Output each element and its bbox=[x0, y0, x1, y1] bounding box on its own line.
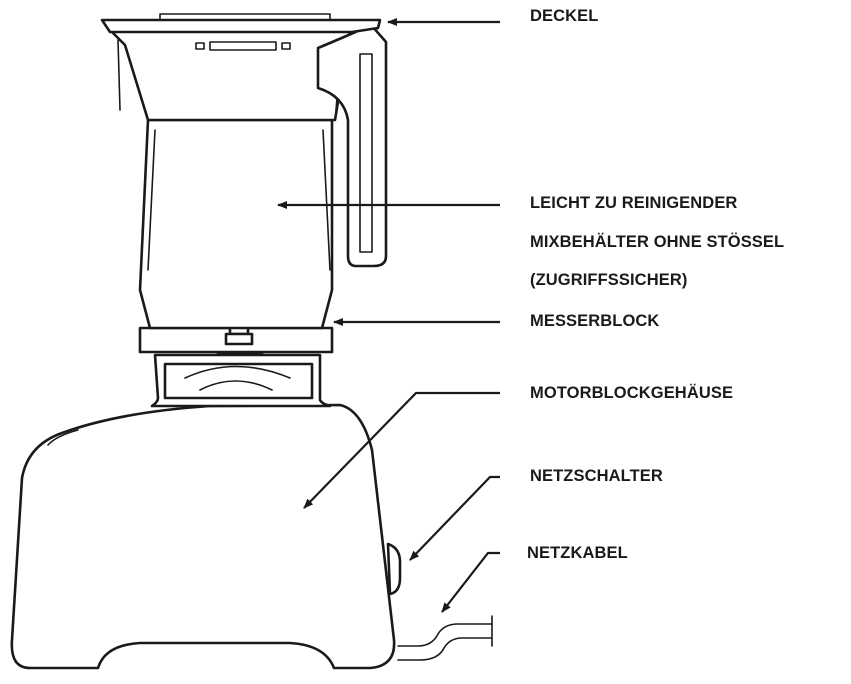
label-cord: NETZKABEL bbox=[527, 543, 628, 563]
jar-upper bbox=[110, 30, 350, 120]
jar-body bbox=[140, 120, 332, 328]
motor-base bbox=[12, 405, 394, 668]
label-blade: MESSERBLOCK bbox=[530, 311, 659, 331]
label-container-line1: LEICHT ZU REINIGENDER bbox=[530, 193, 737, 213]
power-cord bbox=[398, 616, 492, 660]
lid bbox=[102, 14, 380, 32]
power-switch bbox=[388, 544, 400, 594]
label-base: MOTORBLOCKGEHÄUSE bbox=[530, 383, 733, 403]
leader-cord bbox=[442, 553, 500, 612]
label-switch: NETZSCHALTER bbox=[530, 466, 663, 486]
leader-switch bbox=[410, 477, 500, 560]
label-container-line2: MIXBEHÄLTER OHNE STÖSSEL bbox=[530, 232, 784, 252]
label-container-line3: (ZUGRIFFSSICHER) bbox=[530, 270, 687, 290]
label-lid: DECKEL bbox=[530, 6, 598, 26]
